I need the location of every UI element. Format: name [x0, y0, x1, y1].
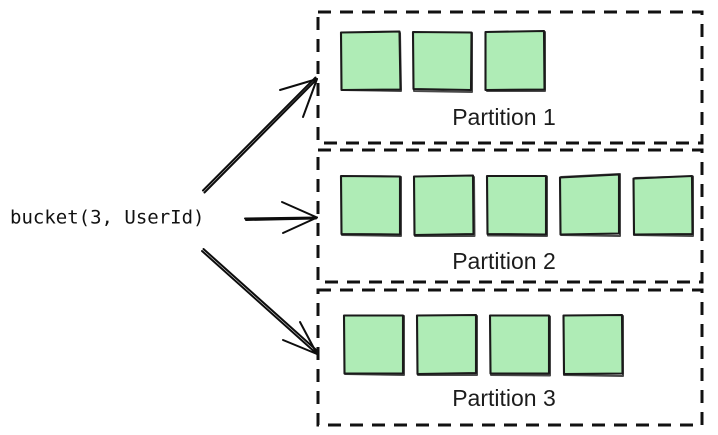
- arrow-2-head: [281, 201, 318, 234]
- cell[interactable]: [412, 174, 476, 237]
- arrow-1-shaft-double: [202, 76, 317, 192]
- cell[interactable]: [562, 313, 624, 377]
- arrow-2-shaft: [244, 216, 318, 220]
- partition-3-frame: [316, 288, 704, 427]
- arrow-3-shaft-double: [202, 248, 320, 353]
- arrow-3-shaft: [201, 250, 318, 355]
- partition-group-3[interactable]: Partition 3: [316, 288, 704, 427]
- arrow-1-head: [279, 78, 318, 118]
- partition-2-frame: [316, 148, 704, 284]
- cell[interactable]: [339, 174, 402, 237]
- cell[interactable]: [339, 30, 402, 92]
- partition-3-label: Partition 3: [452, 385, 556, 411]
- partition-1-cells: [339, 29, 546, 93]
- partition-group-1[interactable]: Partition 1: [316, 10, 704, 145]
- arrow-1-shaft: [203, 78, 318, 194]
- cell[interactable]: [484, 29, 546, 92]
- arrow-2-shaft-double: [245, 217, 317, 221]
- bucket-expression-label: bucket(3, UserId): [10, 207, 204, 229]
- cell[interactable]: [485, 174, 548, 237]
- partition-3-cells: [342, 313, 624, 377]
- cell[interactable]: [488, 314, 551, 377]
- partition-2-cells: [339, 173, 694, 237]
- cell[interactable]: [632, 174, 694, 237]
- partition-group-2[interactable]: Partition 2: [316, 148, 704, 284]
- arrow-to-partition-1: [202, 76, 318, 194]
- cell[interactable]: [342, 314, 405, 376]
- cell[interactable]: [415, 313, 478, 376]
- cell[interactable]: [558, 173, 621, 237]
- arrow-to-partition-2: [244, 201, 318, 234]
- cell[interactable]: [411, 30, 473, 93]
- arrow-3-head: [282, 321, 318, 355]
- partition-1-frame: [316, 10, 704, 145]
- partition-2-label: Partition 2: [452, 248, 556, 274]
- partition-1-label: Partition 1: [452, 104, 556, 130]
- arrow-to-partition-3: [201, 248, 320, 355]
